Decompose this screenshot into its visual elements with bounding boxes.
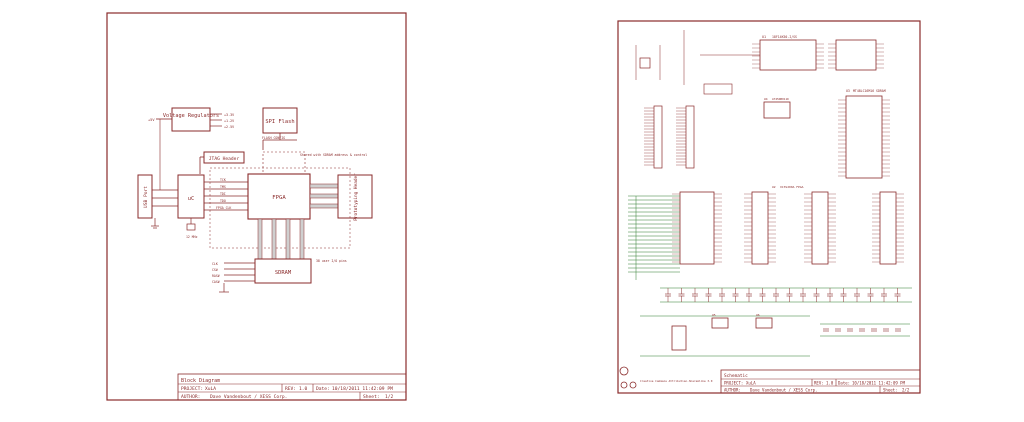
sdram-block: SDRAM [254,258,312,284]
shared-bus-region [262,151,306,175]
shared-note: Shared with SDRAM address & control [300,153,367,157]
microcontroller-block: uC [177,174,205,219]
u2-top [835,39,877,71]
v25-label: +2.5V [224,125,234,129]
sheet1-project: XuLA [205,386,216,392]
jtag-header-label: JTAG Header [209,156,240,162]
sheet1-author: Dave Vandenbout / XESS Corp. [210,394,287,400]
sheet2-author: Dave Vandenbout / XESS Corp. [750,388,817,393]
sheet1-author-label: AUTHOR: [181,394,200,400]
tck-label: TCK [220,178,226,182]
v12-label: +1.2V [224,119,234,123]
by-icon [629,381,637,389]
prototyping-header-block: Prototyping Header [337,173,373,221]
usb-port-label: USB Port [143,186,149,208]
sheet2-project: XuLA [746,381,756,386]
sheet1-title-block: Block Diagram PROJECT: XuLA REV: 1.0 Dat… [177,373,407,401]
u4-ref: U4 [764,97,768,101]
tdi-label: TDI [220,192,226,196]
header-left [644,105,663,169]
u1-microcontroller: U1 18F14K50-I/SS [759,35,817,71]
power-filter-circuit [635,30,760,95]
decoupling-caps [660,287,912,332]
sheet2-title: Schematic [724,373,748,379]
u1-part: 18F14K50-I/SS [772,35,797,39]
sdram-clk-label: CLK [212,262,218,266]
pin-ticks [672,43,904,263]
svg-text:Voltage Regulators: Voltage Regulators [163,113,219,119]
header-body [685,105,695,169]
sheet2-sheet: 2/2 [902,388,910,393]
sheet2-author-label: AUTHOR: [724,388,741,393]
u2-ref: U2 [772,185,776,189]
u3-ref: U3 [846,89,850,93]
u2-fpga: U2 XC3S200A FPGA [679,185,897,265]
header-right [676,105,695,169]
sheet2-rev: 1.0 [826,381,834,386]
sheet2-project-label: PROJECT: [724,381,743,386]
u5-ref: U5 [712,313,716,317]
voltage-regulators-block: Voltage Regulators [163,107,219,132]
fpga-clk-label: FPGA CLK [216,206,231,210]
fpga-label: FPGA [272,195,286,201]
u6-ref: U6 [756,313,760,317]
green-nets [628,195,680,280]
uc-label: uC [188,196,195,202]
power-section: U5 U6 [640,313,910,357]
sheet1-rev-label: REV: [285,386,296,392]
tdo-label: TDO [220,199,226,203]
u3-part: MT48LC16M16 SDRAM [853,89,886,93]
regulators-label-1: Voltage Regulators [163,113,219,119]
u3-sdram: U3 MT48LC16M16 SDRAM [845,89,886,179]
v33-label: +3.3V [224,113,234,117]
sheet1-project-label: PROJECT: [181,386,203,392]
tms-label: TMS [220,185,226,189]
spi-flash-label: SPI Flash [265,119,294,125]
u2-part: XC3S200A FPGA [780,185,804,189]
u1-ref: U1 [762,35,766,39]
fpga-block: FPGA [247,173,311,220]
jtag-header-block: JTAG Header [203,151,245,164]
sheet1-date: 10/18/2011 11:42:09 PM [332,386,393,392]
sdram-ras-label: RAS# [212,274,220,278]
license-text: Creative Commons Attribution-ShareAlike … [640,379,713,383]
fpga-io-region [209,167,351,249]
copyright-icon [619,366,629,376]
sheet2-sheet-label: Sheet: [883,388,897,393]
header-body [653,105,663,169]
sheet2-title-block: Schematic PROJECT: XuLA REV: 1.0 Date: 1… [720,369,921,394]
sheet1-sheet: 1/2 [385,394,394,400]
usb-port-block: USB Port [137,174,153,219]
user-io-label: 38 user I/O pins [316,259,347,263]
sheet1-date-label: Date: [316,386,330,392]
crystal-label: 12 MHz [186,235,198,239]
vin-label: +5V [148,118,155,122]
flash-config-label: FLASH CONFIG [262,136,285,140]
sheet-block-diagram: Voltage Regulators +5V +3.3V +1.2V +2.5V… [106,12,407,401]
sheet2-date-label: Date: [838,381,850,386]
sheet1-sheet-label: Sheet: [363,394,380,400]
spi-flash-block: SPI Flash [262,107,298,134]
sheet2-rev-label: REV: [814,381,824,386]
sheet-schematic: U1 18F14K50-I/SS U4 AT45DB011D U3 MT48LC… [617,20,921,394]
cc-icon [620,381,628,389]
proto-header-label: Prototyping Header [353,173,359,221]
sdram-cas-label: CAS# [212,280,220,284]
sdram-cs-label: CS# [212,268,218,272]
proto-bus [309,183,339,209]
u4-part: AT45DB011D [772,97,789,101]
sheet2-border [617,20,921,394]
sheet2-date: 10/18/2011 11:42:09 PM [852,381,906,386]
sdram-label: SDRAM [275,270,292,276]
sheet1-rev: 1.0 [299,386,308,392]
crystal [186,223,196,231]
u4-flash: U4 AT45DB011D [763,97,791,119]
license-area: Creative Commons Attribution-ShareAlike … [619,366,713,389]
sdram-bus [257,218,305,260]
sheet1-title: Block Diagram [181,378,220,384]
